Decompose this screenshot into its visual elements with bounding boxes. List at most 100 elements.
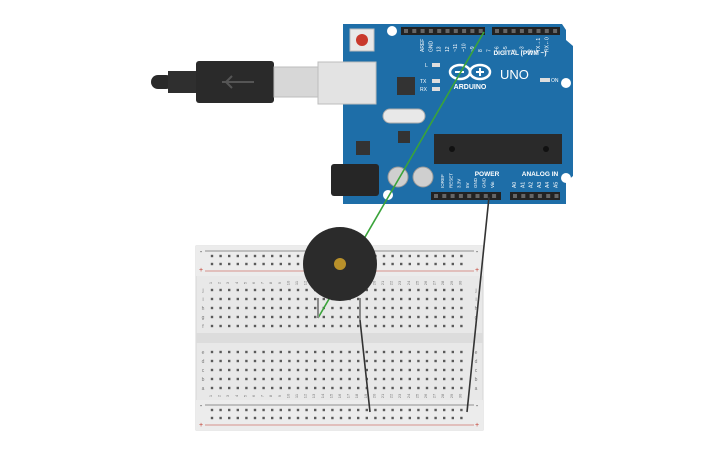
breadboard-hole[interactable] [382,416,386,420]
breadboard-hole[interactable] [314,416,317,420]
breadboard-hole[interactable] [391,416,394,420]
breadboard-hole[interactable] [425,350,429,354]
breadboard-hole[interactable] [271,416,274,420]
digital-header-right[interactable] [492,27,560,35]
breadboard-hole[interactable] [262,315,265,319]
breadboard-hole[interactable] [288,315,291,319]
breadboard-hole[interactable] [443,306,446,310]
breadboard-hole[interactable] [262,408,265,412]
breadboard-hole[interactable] [443,297,446,301]
breadboard-hole[interactable] [348,416,351,420]
breadboard-hole[interactable] [443,359,446,363]
breadboard-hole[interactable] [236,254,239,258]
digital-header-left[interactable] [401,27,485,35]
breadboard-hole[interactable] [460,350,463,354]
breadboard-hole[interactable] [348,315,351,319]
breadboard-hole[interactable] [279,416,282,420]
breadboard-hole[interactable] [391,386,394,390]
breadboard-hole[interactable] [314,324,317,328]
breadboard-hole[interactable] [228,368,231,372]
breadboard-hole[interactable] [219,377,222,381]
breadboard-hole[interactable] [271,350,274,354]
breadboard-hole[interactable] [305,297,308,301]
breadboard-hole[interactable] [314,315,317,319]
breadboard-hole[interactable] [245,377,248,381]
breadboard-hole[interactable] [357,359,360,363]
breadboard-hole[interactable] [296,416,300,420]
breadboard-hole[interactable] [374,324,377,328]
breadboard-hole[interactable] [262,297,265,301]
breadboard-hole[interactable] [365,416,368,420]
breadboard-hole[interactable] [425,324,429,328]
breadboard-hole[interactable] [451,254,454,258]
breadboard-hole[interactable] [314,306,317,310]
breadboard-hole[interactable] [331,324,334,328]
breadboard-hole[interactable] [279,408,282,412]
breadboard-hole[interactable] [331,359,334,363]
breadboard-hole[interactable] [305,386,308,390]
breadboard-hole[interactable] [245,262,248,266]
breadboard-hole[interactable] [210,377,214,381]
breadboard-hole[interactable] [434,408,437,412]
breadboard-hole[interactable] [425,315,429,319]
breadboard-hole[interactable] [210,416,214,420]
header-pin[interactable] [553,29,558,33]
breadboard-hole[interactable] [262,386,265,390]
breadboard-hole[interactable] [331,368,334,372]
breadboard-hole[interactable] [253,288,257,292]
breadboard-hole[interactable] [408,306,411,310]
breadboard-hole[interactable] [400,359,403,363]
header-pin[interactable] [442,194,447,198]
breadboard-hole[interactable] [400,254,403,258]
breadboard-hole[interactable] [322,386,325,390]
breadboard-hole[interactable] [279,368,282,372]
header-pin[interactable] [483,194,488,198]
breadboard-hole[interactable] [400,297,403,301]
breadboard-hole[interactable] [339,359,343,363]
breadboard-hole[interactable] [408,350,411,354]
header-pin[interactable] [546,194,551,198]
breadboard-hole[interactable] [228,315,231,319]
breadboard-hole[interactable] [425,254,429,258]
breadboard-hole[interactable] [339,386,343,390]
breadboard-hole[interactable] [253,368,257,372]
header-pin[interactable] [495,29,499,33]
breadboard-hole[interactable] [400,262,403,266]
breadboard-hole[interactable] [391,315,394,319]
breadboard-hole[interactable] [425,386,429,390]
breadboard-hole[interactable] [374,288,377,292]
header-pin[interactable] [521,194,526,198]
breadboard-hole[interactable] [219,288,222,292]
breadboard-hole[interactable] [236,359,239,363]
breadboard-hole[interactable] [322,368,325,372]
breadboard-hole[interactable] [245,416,248,420]
breadboard-hole[interactable] [210,262,214,266]
breadboard-hole[interactable] [296,315,300,319]
breadboard-hole[interactable] [400,368,403,372]
breadboard-hole[interactable] [434,350,437,354]
breadboard-hole[interactable] [288,416,291,420]
breadboard-hole[interactable] [305,377,308,381]
breadboard-hole[interactable] [460,288,463,292]
breadboard-hole[interactable] [400,324,403,328]
breadboard-hole[interactable] [417,350,420,354]
breadboard-hole[interactable] [228,359,231,363]
breadboard-hole[interactable] [210,297,214,301]
breadboard-hole[interactable] [425,377,429,381]
breadboard-hole[interactable] [262,416,265,420]
breadboard-hole[interactable] [434,297,437,301]
breadboard-hole[interactable] [262,324,265,328]
breadboard-hole[interactable] [339,408,343,412]
breadboard-hole[interactable] [271,377,274,381]
breadboard-hole[interactable] [253,386,257,390]
breadboard-hole[interactable] [219,416,222,420]
breadboard-hole[interactable] [374,297,377,301]
breadboard-hole[interactable] [400,288,403,292]
breadboard-hole[interactable] [305,408,308,412]
breadboard-hole[interactable] [434,254,437,258]
breadboard-hole[interactable] [228,254,231,258]
breadboard-hole[interactable] [434,377,437,381]
breadboard-hole[interactable] [322,315,325,319]
breadboard-hole[interactable] [210,288,214,292]
breadboard-hole[interactable] [305,288,308,292]
